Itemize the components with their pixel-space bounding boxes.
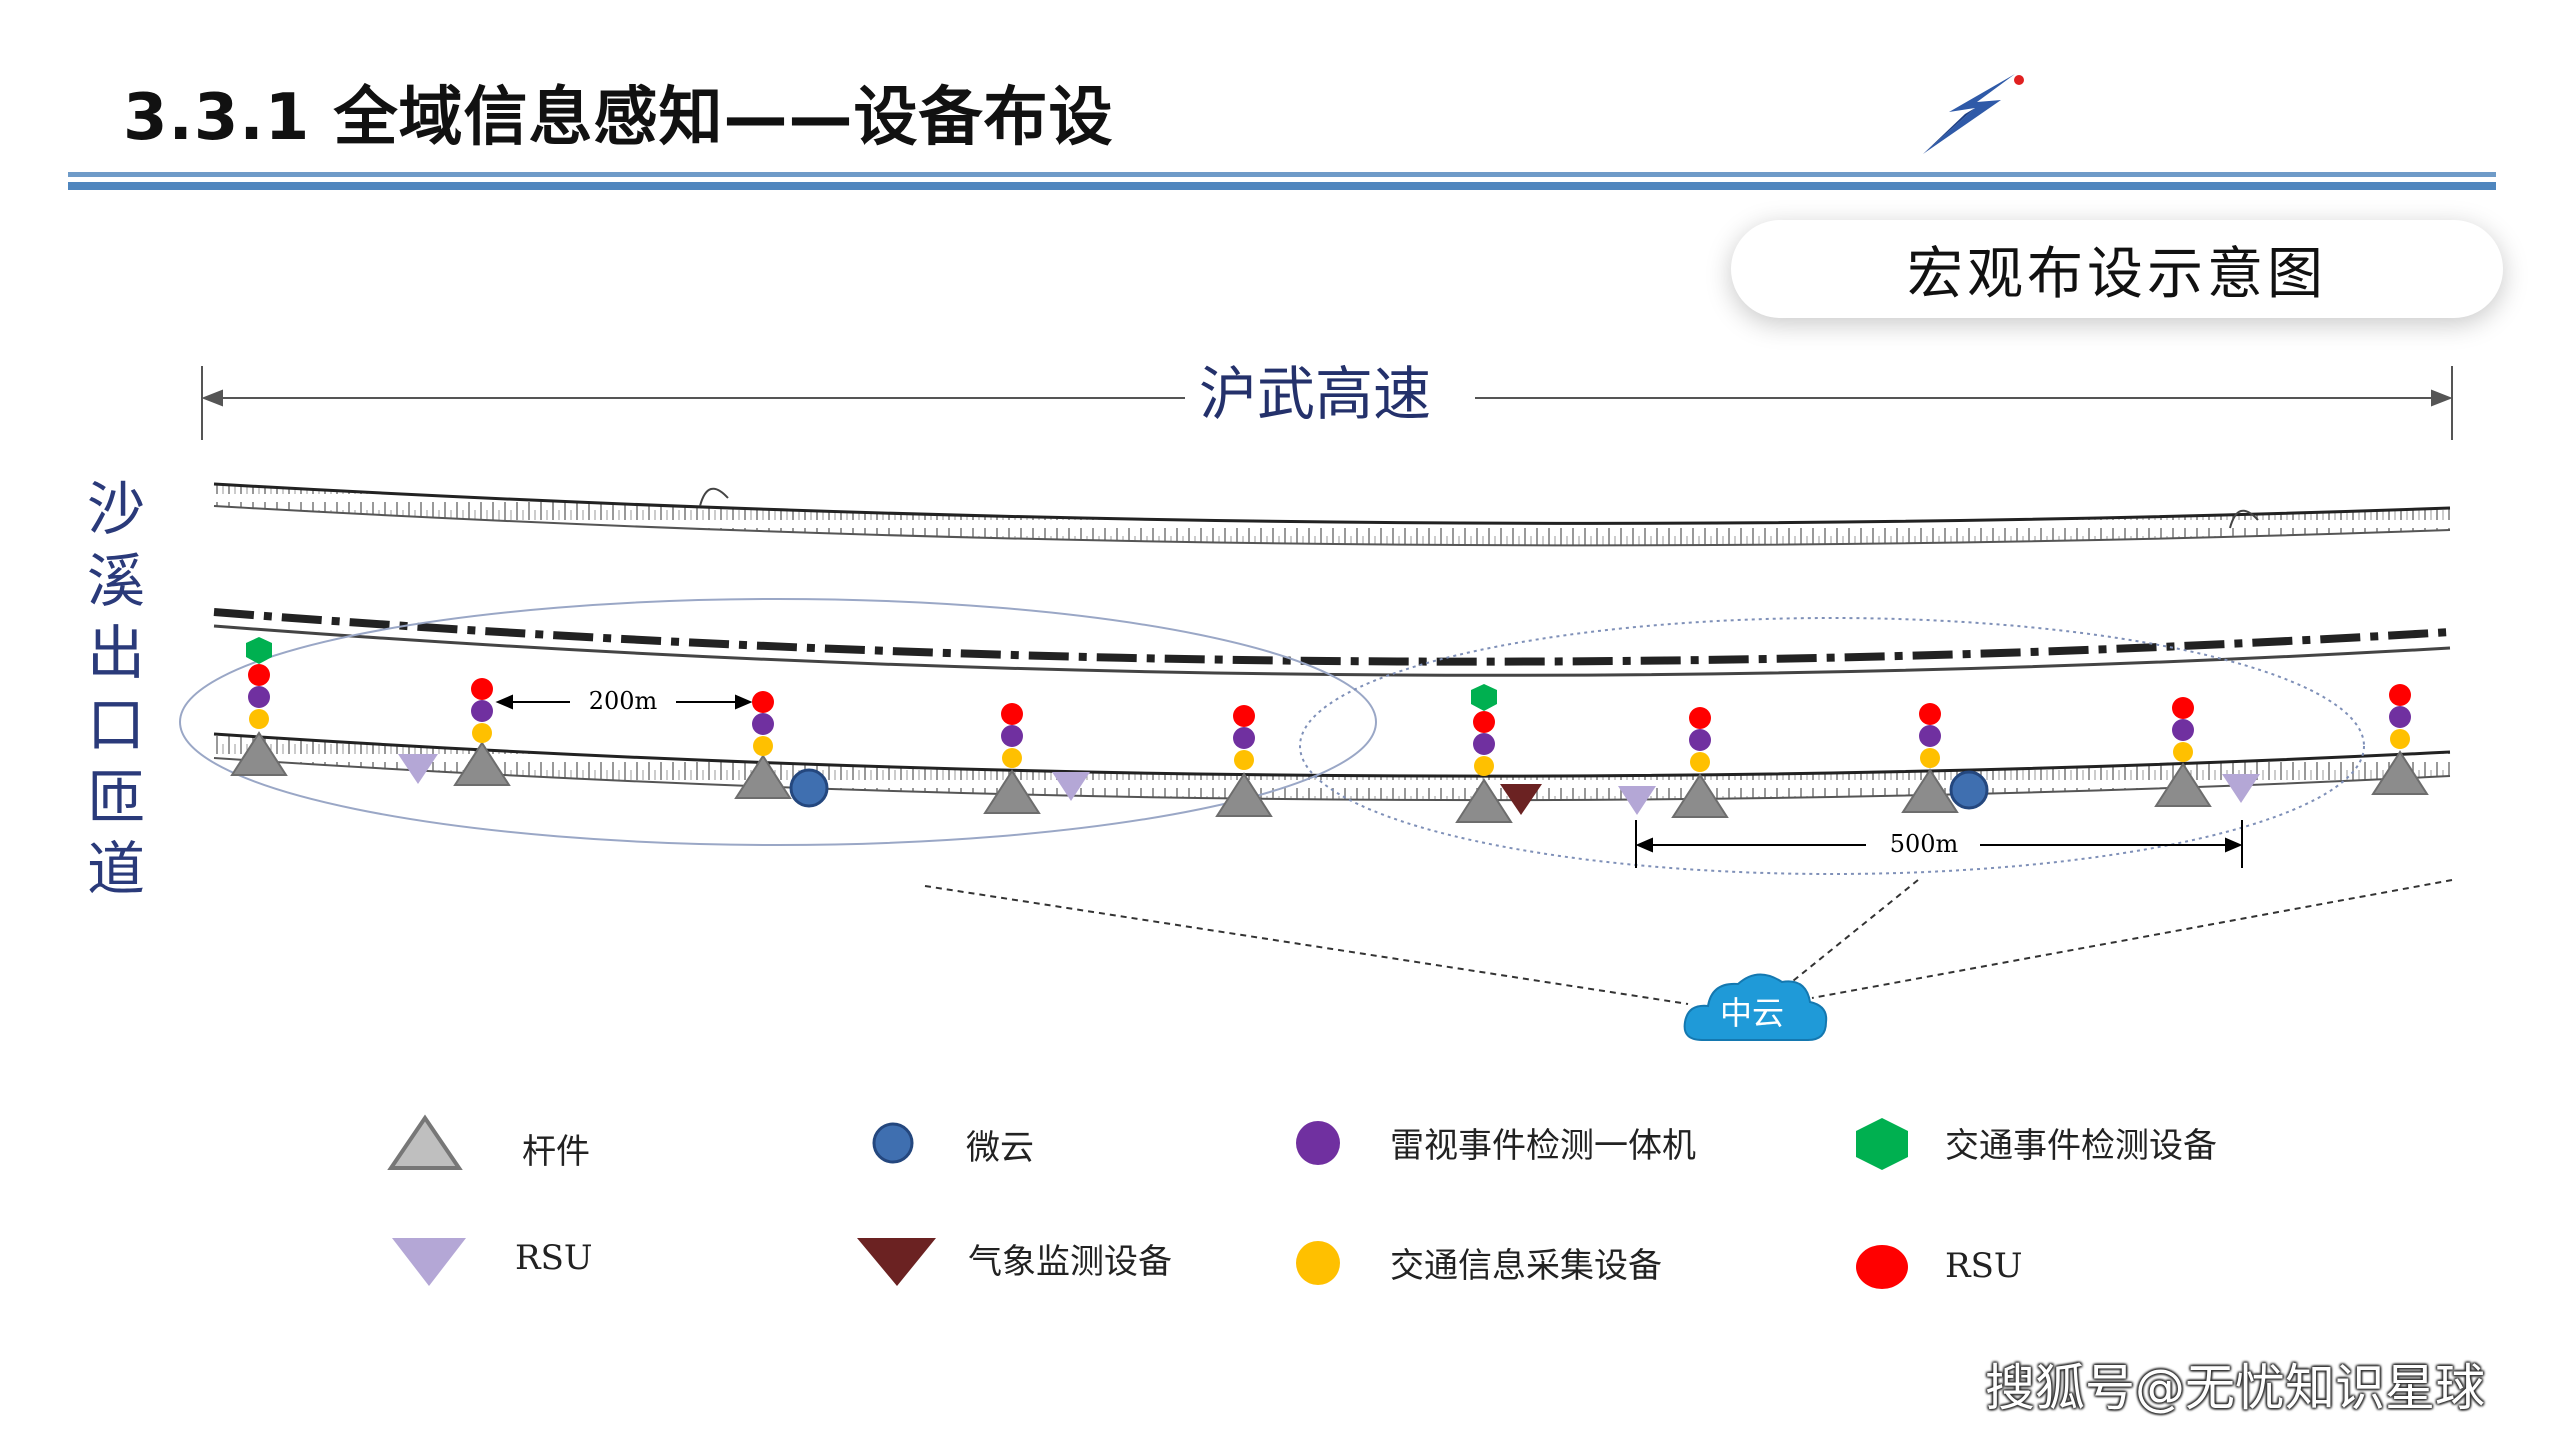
device-stack-7 (1689, 707, 1711, 772)
subtitle-text: 宏观布设示意图 (1907, 241, 2327, 307)
distance-500m-label: 500m (1890, 830, 1959, 858)
device-stack-2 (471, 678, 493, 743)
rsu-icon (398, 754, 438, 784)
legend-label-radar-video: 雷视事件检测一体机 (1390, 1126, 1696, 1166)
legend-micro-cloud-icon (872, 1122, 914, 1164)
micro-cloud-icon (1949, 770, 1989, 810)
pole-icon (1901, 768, 1959, 813)
device-stack-1 (248, 664, 270, 729)
legend-weather-icon (857, 1238, 936, 1286)
legend-label-pole: 杆件 (522, 1132, 590, 1172)
legend-label-traffic-event: 交通事件检测设备 (1945, 1126, 2217, 1166)
device-stack-10 (2389, 684, 2411, 749)
company-logo-icon (1923, 74, 2024, 154)
legend-label-micro-cloud: 微云 (966, 1128, 1034, 1168)
pole-icon (1215, 772, 1273, 817)
device-stack-6 (1473, 711, 1495, 776)
pole-icon (1671, 773, 1729, 818)
pole-icon (2371, 750, 2429, 795)
distance-200m (495, 694, 753, 710)
pole-icon (453, 741, 511, 786)
pole-icon (983, 769, 1041, 814)
rsu-icon (2222, 774, 2260, 803)
device-stack-5 (1233, 705, 1255, 770)
road-median (213, 608, 2451, 677)
traffic-event-device-icon (1471, 684, 1497, 711)
legend-rsu-circle-icon (1856, 1245, 1908, 1289)
pole-icon (1455, 778, 1513, 823)
center-cloud-label: 中云 (1720, 994, 1784, 1032)
coverage-zone-left (179, 598, 1377, 846)
distance-200m-label: 200m (589, 687, 658, 715)
page-title: 3.3.1 全域信息感知——设备布设 (123, 81, 1114, 155)
cloud-links (924, 879, 2453, 1005)
legend-traffic-info-icon (1296, 1241, 1340, 1285)
weather-monitor-icon (1500, 784, 1542, 815)
legend-label-traffic-info: 交通信息采集设备 (1390, 1246, 1662, 1286)
pole-icon (2154, 762, 2212, 807)
highway-span-line (201, 366, 2453, 440)
title-divider-thick (68, 182, 2496, 190)
device-stack-8 (1919, 703, 1941, 768)
legend-traffic-event-icon (1856, 1118, 1908, 1170)
coverage-zone-right (1299, 617, 2365, 875)
pole-icon (734, 754, 792, 799)
watermark: 搜狐号@无忧知识星球 (1985, 1359, 2485, 1417)
exit-ramp-label: 沙溪出口匝道 (77, 478, 145, 910)
rsu-triangles (398, 754, 2260, 815)
legend-label-rsu-triangle: RSU (515, 1238, 593, 1278)
highway-label: 沪武高速 (1199, 360, 1431, 428)
traffic-event-device-icon (246, 637, 272, 664)
subtitle-box: 宏观布设示意图 (1731, 220, 2503, 318)
title-divider-thin (68, 172, 2496, 177)
device-stacks (248, 664, 2411, 776)
device-stack-9 (2172, 697, 2194, 762)
legend-pole-icon (387, 1114, 463, 1170)
road-top (213, 482, 2451, 547)
rsu-icon (1618, 786, 1656, 815)
device-stack-3 (752, 691, 774, 756)
device-stack-4 (1001, 703, 1023, 768)
legend-rsu-triangle-icon (392, 1238, 466, 1286)
poles (230, 731, 2429, 823)
legend-icons (387, 1114, 1908, 1289)
micro-cloud-icon (789, 768, 829, 808)
legend-radar-video-icon (1296, 1121, 1340, 1165)
legend-label-rsu-circle: RSU (1945, 1246, 2023, 1286)
rsu-icon (1052, 772, 1090, 801)
pole-icon (230, 731, 288, 776)
distance-500m (1635, 820, 2243, 868)
legend-label-weather: 气象监测设备 (968, 1242, 1172, 1282)
center-cloud-icon (1683, 973, 1828, 1041)
